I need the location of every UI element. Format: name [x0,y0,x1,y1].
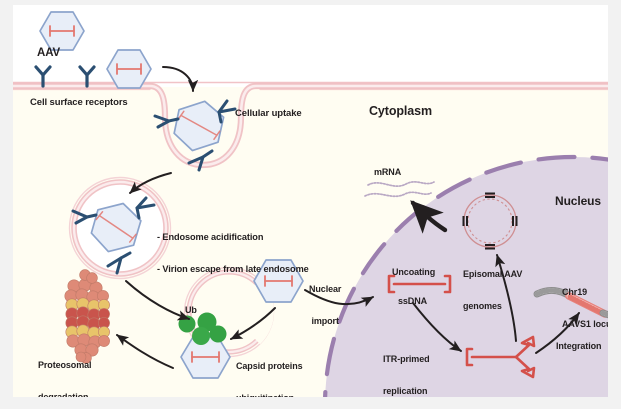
label-chr19-line2: AAVS1 locus [562,319,608,330]
label-episomal-aav-genomes: Episomal AAV genomes [463,248,522,333]
label-cellular-uptake: Cellular uptake [235,108,302,119]
arrow-endosome-to-late [125,280,190,321]
ssdna-icon [387,274,452,294]
receptor-icon [78,65,96,88]
aav-capsid-in-pit [173,100,225,152]
label-integration: Integration [556,341,602,351]
cell-membrane [13,81,608,169]
aav-capsid-receptor-bound [106,49,152,89]
receptor-icon [135,196,156,220]
arrow-nuclear-import [304,289,374,307]
receptor-icon [217,99,237,124]
chr19-aavs1-locus-icon [533,286,608,319]
label-endosome-steps: - Endosome acidification - Virion escape… [157,210,309,297]
label-episomal-line1: Episomal AAV [463,269,523,280]
receptor-icon [71,209,98,225]
label-itr-primed-replication: ITR-primed replication [383,333,430,397]
receptor-icon [34,65,52,88]
arrow-transcription-to-mrna [410,200,448,234]
diagram-canvas: AAV Cell surface receptors Cellular upta… [13,5,608,397]
genome-dna-bar [95,210,137,243]
label-episomal-line2: genomes [463,301,502,312]
label-cytoplasm: Cytoplasm [369,104,433,118]
nuclear-envelope [323,154,608,397]
label-proteosomal-degradation: Proteosomal degradation [38,339,92,397]
mrna-strands [364,181,435,198]
receptor-bound-group-endosome [71,196,156,275]
episomal-aav-genome-icon [462,192,518,250]
receptor-bound-group-pit [153,99,237,172]
aav-capsid-cytoplasmic [253,259,304,303]
label-ub: Ub [185,305,197,315]
nucleus [323,154,608,397]
label-aav: AAV [37,47,61,59]
itr-replication-intermediate-icon [465,335,536,379]
arrow-uncoating-to-replication [412,302,462,352]
ubiquitin-icon [209,325,227,343]
label-itr-line1: ITR-primed [383,354,430,365]
proteasome-icon [64,269,110,364]
diagram-vector-layer [13,11,608,397]
genome-dna-bar [264,275,293,287]
flow-arrows [116,66,580,369]
label-uncoating: Uncoating [392,267,436,277]
label-cell-surface-receptors: Cell surface receptors [30,97,128,108]
label-itr-line2: replication [383,386,428,397]
arrow-replication-to-integration [535,312,580,354]
genome-dna-bar [116,63,142,75]
label-nuclear-import: Nuclear import [309,263,341,348]
arrow-binding-to-uptake [162,66,199,92]
label-nucleus: Nucleus [555,194,601,208]
label-nuclear-import-line2: import [311,316,339,327]
ubiquitin-icon [192,327,210,345]
label-chr19-line1: Chr19 [562,287,588,298]
aav-capsid-in-endosome [90,202,142,253]
arrow-ubiquitin-to-proteasome [116,334,174,369]
arrow-capsid-to-ubiquitination [230,307,276,340]
label-virion-escape: - Virion escape from late endosome [157,264,309,275]
label-nuclear-import-line1: Nuclear [309,284,342,295]
label-proteosomal-line2: degradation [38,392,91,397]
label-capsid-line1: Capsid proteins [236,361,303,372]
label-mrna: mRNA [374,167,402,177]
label-proteosomal-line1: Proteosomal [38,360,92,371]
receptor-icon [187,149,214,172]
ubiquitin-icon [197,312,217,332]
receptor-icon [153,114,180,129]
aav-capsid-free [39,11,85,51]
label-capsid-ubiquitination: Capsid proteins ubiquitination [236,340,303,397]
genome-dna-bar [191,351,220,363]
label-endosome-acidification: - Endosome acidification [157,231,264,242]
label-ssdna: ssDNA [398,296,428,306]
label-chr19-aavs1: Chr19 AAVS1 locus [562,266,608,351]
receptor-icon [106,251,132,275]
genome-dna-bar [49,25,75,37]
label-capsid-line2: ubiquitination [236,393,303,397]
arrow-replication-to-episomal [495,254,517,342]
arrow-uptake-to-endosome [129,172,172,194]
